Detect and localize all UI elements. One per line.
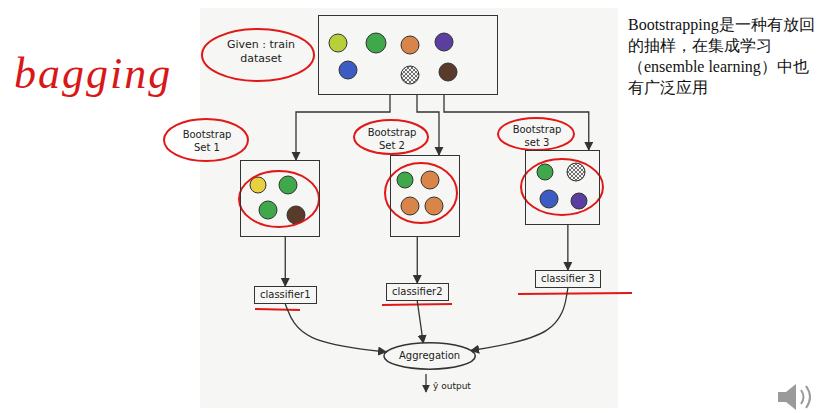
classifier-box: classifier2	[386, 283, 449, 301]
red-ring	[521, 159, 603, 215]
red-annotation	[164, 29, 632, 310]
bootstrap-set-box: Bootstrap set 3	[525, 150, 600, 225]
sample-ball	[329, 34, 347, 52]
set-heading: Given : train dataset	[216, 38, 306, 66]
sample-ball	[425, 197, 443, 215]
sample-ball	[567, 163, 585, 181]
connector-arrow	[444, 95, 589, 150]
sample-ball	[401, 197, 419, 215]
photo-ground	[200, 8, 618, 408]
sample-ball	[259, 201, 277, 219]
sample-ball	[397, 172, 413, 188]
classifier-box: classifier1	[254, 286, 317, 304]
classifier-label: classifier1	[260, 289, 311, 300]
sample-ball	[250, 177, 266, 193]
red-ring	[202, 29, 314, 81]
handwritten-title: bagging	[14, 48, 184, 100]
sample-ball	[435, 33, 453, 51]
output-label: ŷ output	[433, 380, 503, 392]
sample-ball	[401, 66, 419, 84]
red-ring	[498, 118, 574, 150]
red-ring	[164, 119, 248, 161]
speaker-wave	[801, 390, 804, 404]
speaker-wave	[806, 386, 810, 408]
aggregation-label: Aggregation	[399, 350, 460, 361]
sample-ball	[439, 63, 457, 81]
red-underline	[382, 304, 452, 305]
classifier-label: classifier 3	[541, 273, 595, 284]
connector-arrow	[417, 95, 439, 155]
dataset-box: Given : train dataset	[318, 15, 498, 95]
sample-ball	[540, 190, 558, 208]
set-heading: Bootstrap Set 1	[177, 128, 237, 154]
sample-ball	[339, 61, 357, 79]
connector-arrow	[471, 288, 568, 351]
connector-arrow	[285, 304, 386, 352]
classifier-label: classifier2	[392, 286, 443, 297]
sample-ball	[401, 36, 419, 54]
sample-ball	[571, 193, 587, 209]
aggregation-ellipse: Aggregation	[383, 342, 476, 370]
set-heading: Bootstrap set 3	[508, 123, 566, 149]
red-ring	[354, 120, 428, 154]
bootstrap-set-box: Bootstrap Set 2	[390, 155, 460, 237]
red-ring	[239, 171, 319, 227]
connector-arrow	[417, 237, 418, 283]
sample-ball	[421, 171, 439, 189]
ellipse-shape	[384, 343, 475, 369]
explanation-note: Bootstrapping是一种有放回的抽样，在集成学习（ensemble le…	[628, 14, 824, 98]
connector-arrow	[285, 237, 286, 286]
output-arrow	[425, 374, 426, 392]
speaker-body	[778, 384, 796, 410]
red-underline	[255, 309, 300, 310]
sample-ball	[366, 33, 386, 53]
connector-arrow	[417, 301, 423, 343]
red-ring	[385, 163, 457, 223]
red-underline	[518, 293, 632, 294]
set-heading: Bootstrap Set 2	[363, 126, 421, 152]
bootstrap-set-box: Bootstrap Set 1	[240, 160, 320, 237]
sample-ball	[279, 176, 297, 194]
connector-arrow	[567, 225, 568, 270]
classifier-box: classifier 3	[535, 270, 601, 288]
speaker-icon	[778, 384, 810, 410]
sample-ball	[537, 164, 553, 180]
